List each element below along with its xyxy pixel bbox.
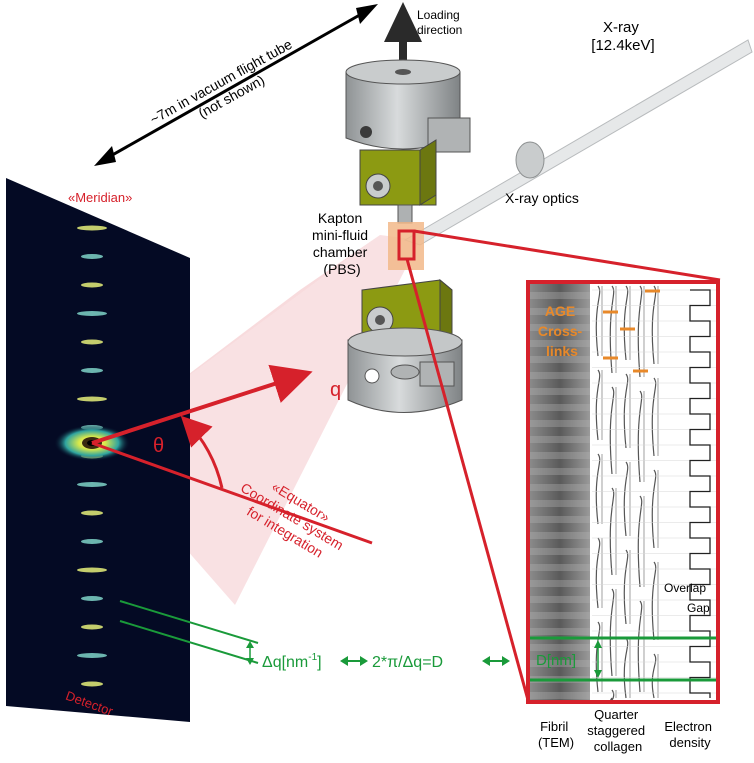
collagen-strand: [651, 561, 657, 641]
tem-band: [530, 388, 590, 395]
tem-band: [530, 340, 590, 347]
tem-band: [530, 660, 590, 667]
tem-band: [530, 308, 590, 315]
collagen-strand: [609, 285, 615, 374]
tem-band: [530, 644, 590, 651]
tem-band: [530, 580, 590, 587]
tem-band: [530, 452, 590, 459]
loading-direction-arrow: [384, 2, 422, 78]
reflection-spot: [81, 339, 103, 345]
collagen-strand: [637, 285, 643, 378]
delta-q-lines: [119, 600, 259, 665]
scattering-vector: [91, 364, 373, 545]
collagen-strand: [623, 373, 629, 449]
age-crosslinks-label: AGE Cross- links: [538, 303, 586, 359]
overlap-label: Overlap: [664, 581, 706, 595]
reflection-spot: [77, 396, 107, 402]
delta-q-label: Δq[nm-1]: [262, 652, 322, 671]
tem-band: [530, 692, 590, 699]
collagen-strand: [623, 637, 629, 699]
zoom-connector-lines: [405, 229, 721, 701]
collagen-strand: [609, 386, 615, 475]
reflection-spot: [77, 653, 107, 658]
tem-band: [530, 516, 590, 523]
tem-band: [530, 596, 590, 603]
reflection-spot: [81, 596, 103, 601]
collagen-strand: [651, 653, 657, 699]
collagen-strand: [637, 495, 643, 588]
tem-band: [530, 292, 590, 299]
reflection-spot: [77, 311, 107, 316]
reflection-spot: [81, 539, 103, 544]
reflection-spot: [81, 681, 103, 687]
tem-band: [530, 532, 590, 539]
equation-arrows: [340, 656, 510, 666]
tem-band: [530, 612, 590, 619]
theta-label: θ: [153, 435, 164, 457]
age-crosslink-markers: [603, 289, 660, 373]
reflection-spot: [81, 624, 103, 630]
collagen-strand: [637, 600, 643, 693]
electron-density-label: Electron density: [664, 719, 715, 750]
reflection-spot: [81, 254, 103, 259]
kapton-chamber: [388, 222, 424, 270]
xray-optics-lens: [515, 141, 545, 179]
lower-grip: [347, 278, 463, 413]
reflection-spot: [81, 368, 103, 373]
q-label: q: [330, 379, 341, 401]
kapton-label: Kapton mini-fluid chamber (PBS): [312, 210, 372, 277]
gap-label: Gap: [687, 601, 710, 615]
collagen-strand: [595, 369, 601, 441]
collagen-strand: [609, 588, 615, 677]
reflection-spot: [77, 225, 107, 231]
collagen-strand: [623, 461, 629, 537]
collagen-strand: [623, 285, 629, 361]
tem-band: [530, 372, 590, 379]
tem-band: [530, 484, 590, 491]
loading-direction-label: Loading direction: [417, 8, 463, 37]
tem-band: [530, 356, 590, 363]
tem-band: [530, 324, 590, 331]
reflection-spot: [81, 282, 103, 288]
d-nm-label: D[nm]: [536, 652, 576, 669]
flight-tube-arrow: [94, 4, 378, 166]
upper-grip: [345, 59, 471, 224]
reflection-spot: [77, 482, 107, 487]
collagen-strand: [595, 537, 601, 609]
collagen-strand: [595, 285, 601, 357]
xray-label: X-ray [12.4keV]: [591, 19, 654, 54]
quarter-staggered-label: Quarter staggered collagen: [587, 707, 648, 754]
tem-band: [530, 420, 590, 427]
electron-density-profile: [689, 289, 711, 698]
reflection-spot: [77, 567, 107, 573]
reflection-spot: [81, 510, 103, 516]
tem-band: [530, 436, 590, 443]
collagen-strand: [651, 377, 657, 457]
tem-band: [530, 500, 590, 507]
collagen-strand: [623, 549, 629, 625]
collagen-strand: [637, 390, 643, 483]
meridian-label: «Meridian»: [68, 190, 132, 205]
collagen-strand: [651, 469, 657, 549]
tem-band: [530, 628, 590, 635]
collagen-strand: [609, 487, 615, 576]
tem-band: [530, 404, 590, 411]
collagen-strand: [651, 285, 657, 365]
zoom-panel: [526, 280, 720, 704]
tem-image: [530, 284, 590, 700]
collagen-strand: [595, 453, 601, 525]
formula-label: 2*π/Δq=D: [372, 654, 443, 671]
tem-band: [530, 468, 590, 475]
collagen-strand: [595, 621, 601, 693]
fibril-label: Fibril (TEM): [538, 719, 574, 750]
tem-band: [530, 564, 590, 571]
xray-optics-label: X-ray optics: [505, 190, 579, 206]
tem-band: [530, 548, 590, 555]
